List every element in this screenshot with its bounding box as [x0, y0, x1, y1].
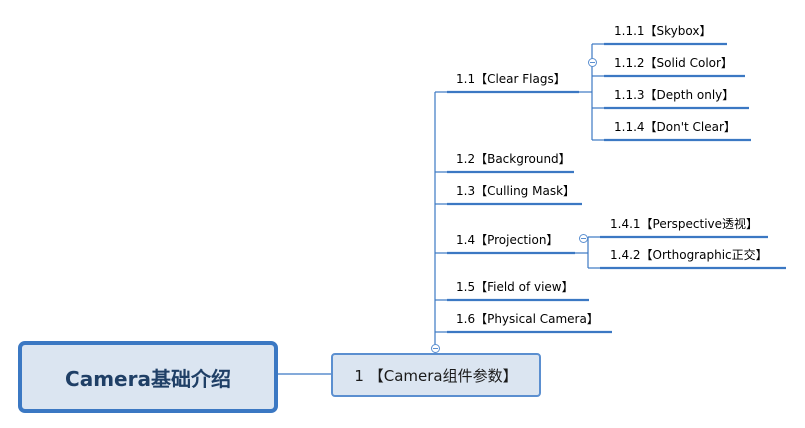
subtopic-clear-flags[interactable]: 1.1【Clear Flags】: [456, 72, 566, 86]
collapse-clear-flags-icon[interactable]: [588, 58, 597, 67]
root-topic[interactable]: Camera基础介绍: [18, 341, 278, 413]
subtopic-field-of-view[interactable]: 1.5【Field of view】: [456, 280, 574, 294]
root-topic-label: Camera基础介绍: [65, 366, 231, 391]
topic-perspective[interactable]: 1.4.1【Perspective透视】: [610, 217, 759, 231]
subtopic-physical-camera[interactable]: 1.6【Physical Camera】: [456, 312, 599, 326]
subtopic-background[interactable]: 1.2【Background】: [456, 152, 571, 166]
main-topic[interactable]: 1 【Camera组件参数】: [331, 353, 541, 397]
main-topic-label: 1 【Camera组件参数】: [354, 366, 518, 385]
topic-solid-color[interactable]: 1.1.2【Solid Color】: [614, 56, 733, 70]
subtopic-projection[interactable]: 1.4【Projection】: [456, 233, 559, 247]
subtopic-culling-mask[interactable]: 1.3【Culling Mask】: [456, 184, 576, 198]
topic-depth-only[interactable]: 1.1.3【Depth only】: [614, 88, 735, 102]
topic-orthographic[interactable]: 1.4.2【Orthographic正交】: [610, 248, 768, 262]
topic-dont-clear[interactable]: 1.1.4【Don't Clear】: [614, 120, 736, 134]
topic-skybox[interactable]: 1.1.1【Skybox】: [614, 24, 712, 38]
collapse-projection-icon[interactable]: [579, 234, 588, 243]
collapse-main-icon[interactable]: [431, 344, 440, 353]
